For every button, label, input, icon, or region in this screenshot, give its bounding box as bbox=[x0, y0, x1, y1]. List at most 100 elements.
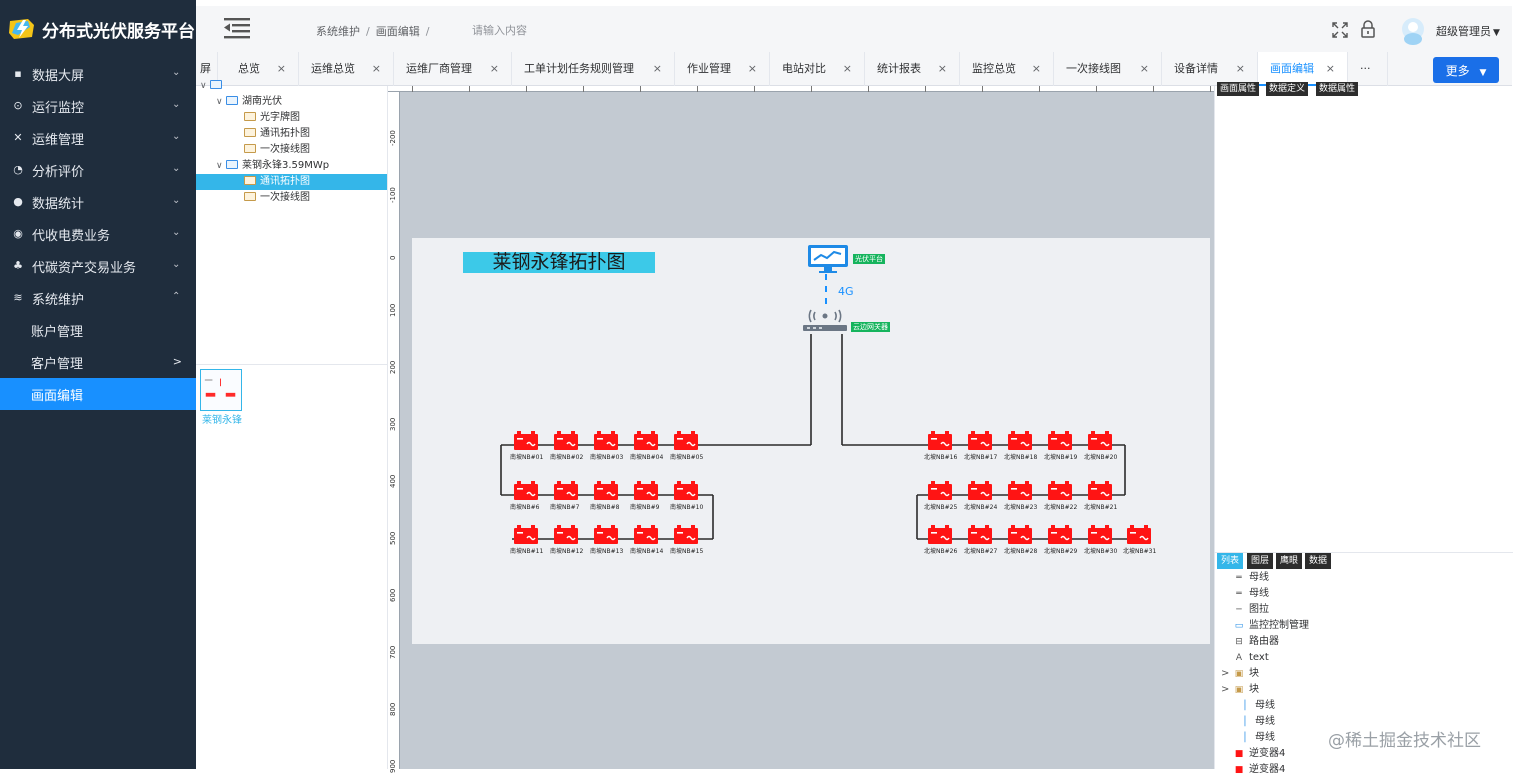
sidebar-subitem-2[interactable]: 画面编辑 bbox=[0, 378, 196, 410]
tree-node[interactable]: 光字牌图 bbox=[244, 110, 300, 126]
tab-10[interactable]: 设备详情× bbox=[1162, 52, 1258, 86]
layer-item[interactable]: ─图拉 bbox=[1233, 602, 1269, 618]
inverter-icon[interactable] bbox=[1047, 431, 1073, 451]
canvas-title[interactable]: 莱钢永锋拓扑图 bbox=[463, 252, 655, 273]
breadcrumb-item-system[interactable]: 系统维护 bbox=[316, 25, 360, 38]
inverter-icon[interactable] bbox=[1087, 431, 1113, 451]
tree-node[interactable]: 通讯拓扑图 bbox=[196, 174, 387, 190]
inverter-icon[interactable] bbox=[1087, 481, 1113, 501]
layer-tab-1[interactable]: 图层 bbox=[1247, 553, 1274, 569]
menu-toggle-icon[interactable] bbox=[222, 16, 252, 40]
user-menu[interactable]: 超级管理员▼ bbox=[1436, 23, 1500, 39]
tab-8[interactable]: 监控总览× bbox=[960, 52, 1054, 86]
sidebar-item-3[interactable]: ◔分析评价⌄ bbox=[0, 154, 196, 186]
inverter-icon[interactable] bbox=[967, 525, 993, 545]
tab-2[interactable]: 运维总览× bbox=[299, 52, 394, 86]
tree-root-partial[interactable]: ∨ bbox=[200, 78, 226, 94]
fullscreen-icon[interactable] bbox=[1332, 22, 1348, 38]
more-button[interactable]: 更多 ▼ bbox=[1433, 57, 1499, 83]
inverter-icon[interactable] bbox=[553, 431, 579, 451]
tree-node[interactable]: ∨湖南光伏 bbox=[216, 94, 282, 110]
layer-item[interactable]: ■逆变器4 bbox=[1233, 762, 1286, 778]
tree-node[interactable]: ∨莱钢永锋3.59MWp bbox=[216, 158, 329, 174]
tab-5[interactable]: 作业管理× bbox=[675, 52, 770, 86]
layer-item[interactable]: ⊟路由器 bbox=[1233, 634, 1279, 650]
tab-9[interactable]: 一次接线图× bbox=[1054, 52, 1162, 86]
properties-tab-1[interactable]: 数据定义 bbox=[1266, 82, 1309, 96]
inverter-icon[interactable] bbox=[673, 525, 699, 545]
close-icon[interactable]: × bbox=[1139, 62, 1149, 75]
inverter-icon[interactable] bbox=[553, 525, 579, 545]
search-input[interactable] bbox=[472, 20, 632, 40]
close-icon[interactable]: × bbox=[1325, 62, 1335, 75]
layer-item[interactable]: │母线 bbox=[1239, 730, 1275, 746]
sidebar-item-2[interactable]: ✕运维管理⌄ bbox=[0, 122, 196, 154]
inverter-icon[interactable] bbox=[673, 431, 699, 451]
inverter-icon[interactable] bbox=[513, 525, 539, 545]
monitor-icon[interactable] bbox=[807, 244, 849, 274]
tab-4[interactable]: 工单计划任务规则管理× bbox=[512, 52, 675, 86]
inverter-icon[interactable] bbox=[1007, 525, 1033, 545]
sidebar-item-5[interactable]: ◉代收电费业务⌄ bbox=[0, 218, 196, 250]
layer-item[interactable]: >▣块 bbox=[1221, 682, 1259, 698]
close-icon[interactable]: × bbox=[1235, 62, 1245, 75]
tab-0[interactable]: 屏 bbox=[196, 52, 218, 86]
tab-7[interactable]: 统计报表× bbox=[865, 52, 960, 86]
inverter-icon[interactable] bbox=[1126, 525, 1152, 545]
breadcrumb-item-editor[interactable]: 画面编辑 bbox=[375, 25, 420, 38]
sidebar-item-0[interactable]: ▪数据大屏⌄ bbox=[0, 58, 196, 90]
thumbnail-card[interactable] bbox=[200, 369, 242, 411]
close-icon[interactable]: × bbox=[842, 62, 852, 75]
inverter-icon[interactable] bbox=[927, 525, 953, 545]
inverter-icon[interactable] bbox=[593, 525, 619, 545]
inverter-icon[interactable] bbox=[513, 481, 539, 501]
chevron-right-icon[interactable]: > bbox=[1221, 668, 1230, 679]
inverter-icon[interactable] bbox=[513, 431, 539, 451]
sidebar-subitem-1[interactable]: 客户管理> bbox=[0, 346, 196, 378]
inverter-icon[interactable] bbox=[633, 431, 659, 451]
layer-item[interactable]: ═母线 bbox=[1233, 586, 1269, 602]
tree-node[interactable]: 通讯拓扑图 bbox=[244, 126, 310, 142]
sidebar-item-1[interactable]: ⊙运行监控⌄ bbox=[0, 90, 196, 122]
inverter-icon[interactable] bbox=[967, 481, 993, 501]
layer-item[interactable]: ▭监控控制管理 bbox=[1233, 618, 1309, 634]
inverter-icon[interactable] bbox=[593, 481, 619, 501]
chevron-right-icon[interactable]: > bbox=[1221, 684, 1230, 695]
canvas-page[interactable]: 莱钢永锋拓扑图 光伏平台 4G 云边网关器 南坡NB#0 bbox=[412, 238, 1210, 644]
layer-item[interactable]: ■逆变器4 bbox=[1233, 746, 1286, 762]
sidebar-item-6[interactable]: ♣代碳资产交易业务⌄ bbox=[0, 250, 196, 282]
inverter-icon[interactable] bbox=[927, 431, 953, 451]
inverter-icon[interactable] bbox=[633, 481, 659, 501]
lock-icon[interactable] bbox=[1360, 20, 1376, 38]
inverter-icon[interactable] bbox=[1047, 525, 1073, 545]
chevron-down-icon[interactable]: ∨ bbox=[216, 161, 223, 171]
inverter-icon[interactable] bbox=[1087, 525, 1113, 545]
close-icon[interactable]: × bbox=[489, 62, 499, 75]
inverter-icon[interactable] bbox=[1047, 481, 1073, 501]
properties-tab-0[interactable]: 画面属性 bbox=[1217, 82, 1260, 96]
sidebar-item-7[interactable]: ≋系统维护⌃ bbox=[0, 282, 196, 314]
properties-tab-2[interactable]: 数据属性 bbox=[1316, 82, 1359, 96]
avatar[interactable] bbox=[1402, 18, 1424, 45]
inverter-icon[interactable] bbox=[927, 481, 953, 501]
layer-tab-3[interactable]: 数据 bbox=[1305, 553, 1332, 569]
layer-item[interactable]: │母线 bbox=[1239, 714, 1275, 730]
chevron-down-icon[interactable]: ∨ bbox=[216, 97, 223, 107]
close-icon[interactable]: × bbox=[276, 62, 286, 75]
tab-3[interactable]: 运维厂商管理× bbox=[394, 52, 512, 86]
close-icon[interactable]: × bbox=[371, 62, 381, 75]
close-icon[interactable]: × bbox=[747, 62, 757, 75]
inverter-icon[interactable] bbox=[1007, 481, 1033, 501]
tree-node[interactable]: 一次接线图 bbox=[244, 142, 310, 158]
inverter-icon[interactable] bbox=[593, 431, 619, 451]
layer-item[interactable]: ═母线 bbox=[1233, 570, 1269, 586]
tree-node[interactable]: 一次接线图 bbox=[244, 190, 310, 206]
sidebar-item-4[interactable]: ●数据统计⌄ bbox=[0, 186, 196, 218]
inverter-icon[interactable] bbox=[967, 431, 993, 451]
sidebar-subitem-0[interactable]: 账户管理 bbox=[0, 314, 196, 346]
tab-12[interactable]: ··· bbox=[1348, 52, 1388, 86]
close-icon[interactable]: × bbox=[1031, 62, 1041, 75]
tab-6[interactable]: 电站对比× bbox=[770, 52, 865, 86]
inverter-icon[interactable] bbox=[553, 481, 579, 501]
